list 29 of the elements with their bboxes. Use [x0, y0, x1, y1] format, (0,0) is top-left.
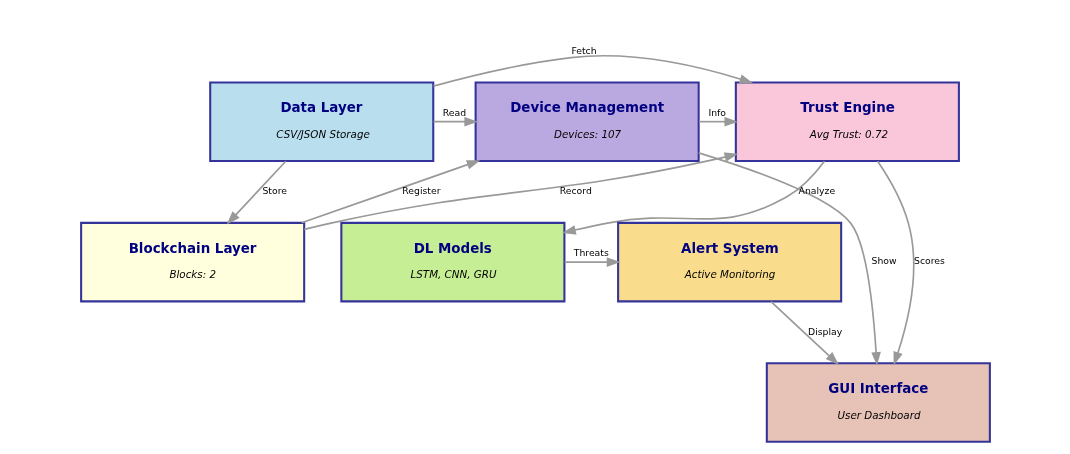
- arrow: [432, 116, 478, 127]
- arrow: [432, 55, 753, 87]
- arrow: [226, 160, 287, 225]
- edge-label: Threats: [573, 247, 609, 259]
- edge-label: Scores: [913, 255, 945, 267]
- arrow: [697, 116, 738, 127]
- arrow: [876, 160, 914, 366]
- edge-label: Read: [442, 106, 466, 118]
- edge-label: Store: [261, 185, 287, 197]
- arrow: [302, 152, 738, 231]
- node-box: Trust Engine Avg Trust: 0.72: [734, 81, 960, 162]
- edge-label: Register: [401, 185, 440, 197]
- edge-label: Record: [559, 185, 592, 197]
- node-box: Device Management Devices: 107: [474, 81, 700, 162]
- node-box: Data Layer CSV/JSON Storage: [208, 81, 434, 162]
- edge-label: Display: [807, 325, 842, 337]
- node-box: Blockchain Layer Blocks: 2: [79, 221, 305, 303]
- node-box: DL Models LSTM, CNN, GRU: [339, 221, 565, 303]
- arrow: [300, 160, 480, 224]
- node-box: GUI Interface User Dashboard: [765, 362, 991, 443]
- arrow: [561, 160, 825, 235]
- arrow: [769, 300, 839, 365]
- edge-label: Analyze: [798, 185, 835, 197]
- edge-label: Info: [707, 106, 726, 118]
- arrow: [697, 152, 881, 366]
- node-box: Alert System Active Monitoring: [616, 221, 842, 303]
- edge-label: Show: [871, 255, 897, 267]
- edge-label: Fetch: [570, 44, 597, 56]
- arrow: [563, 257, 620, 267]
